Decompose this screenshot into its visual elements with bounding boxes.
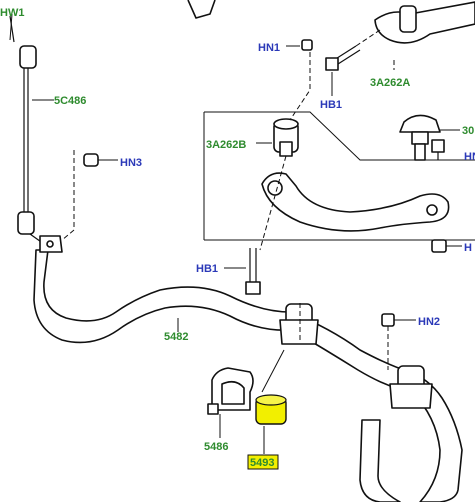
label-5482: 5482: [164, 331, 188, 343]
highlighted-part-label[interactable]: 5493: [247, 454, 279, 470]
label-hb1-bottom: HB1: [196, 263, 218, 275]
label-3a262a: 3A262A: [370, 77, 410, 89]
label-hn1: HN1: [258, 42, 280, 54]
label-5493: 5493: [250, 457, 274, 469]
label-hn3: HN3: [120, 157, 142, 169]
label-hn2: HN2: [418, 316, 440, 328]
nut-hn3: [83, 153, 99, 167]
label-h-mid-right: H: [464, 242, 472, 254]
ball-joint: [399, 114, 445, 161]
bar-bushing-left: [279, 303, 319, 345]
lower-control-arm: [261, 118, 450, 232]
nut-hn2: [381, 313, 395, 327]
bolt-hb1-top: [325, 45, 361, 71]
label-3a262b: 3A262B: [206, 139, 246, 151]
label-5486: 5486: [204, 441, 228, 453]
label-hn-right: HN: [464, 151, 475, 163]
stabilizer-link: [9, 15, 45, 245]
bar-bushing-right: [389, 365, 433, 409]
bushing-clamp: [207, 367, 254, 415]
label-5c486: 5C486: [54, 95, 86, 107]
highlighted-bushing: [255, 394, 287, 425]
leader-lines: [9, 13, 462, 454]
label-30: 30: [462, 125, 474, 137]
label-hb1-top: HB1: [320, 99, 342, 111]
nut-right: [431, 239, 447, 253]
bolt-hb1-bottom: [245, 248, 261, 295]
upper-arm-partial: [187, 0, 475, 44]
label-hw1: HW1: [0, 7, 24, 19]
nut-hn1: [301, 39, 313, 51]
